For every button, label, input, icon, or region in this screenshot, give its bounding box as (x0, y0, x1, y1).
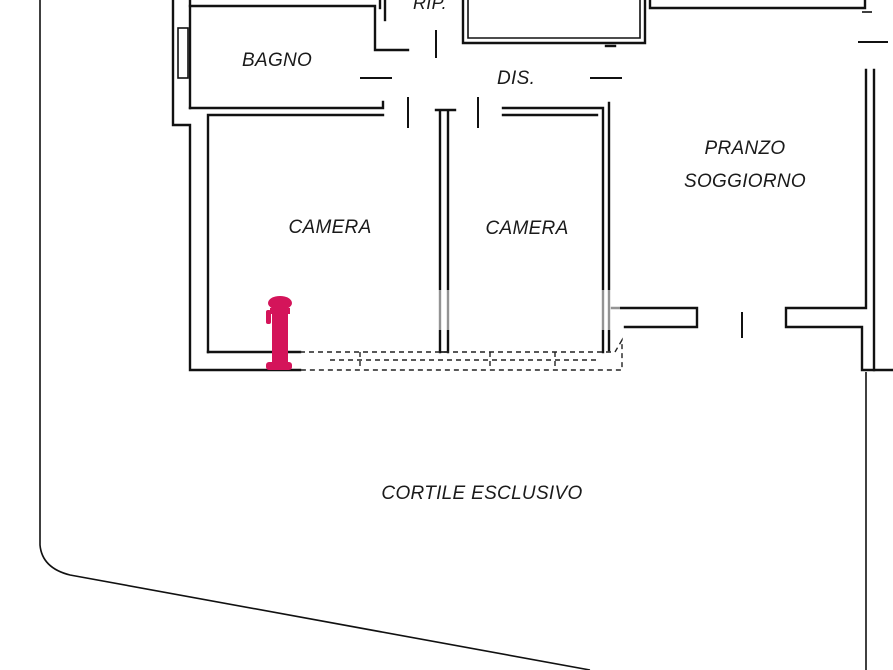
wall-bagno-south (188, 100, 385, 110)
label-rip: RIP. (413, 0, 447, 13)
label-dis: DIS. (497, 68, 535, 89)
wall-pranzo-east (784, 68, 893, 372)
terrace-outline (300, 337, 623, 371)
terrace-dividers (359, 352, 556, 370)
courtyard-boundary-left (39, 0, 591, 670)
wall-pranzo-south (610, 306, 699, 329)
wall-camera-right (501, 106, 605, 354)
label-cortile: CORTILE ESCLUSIVO (381, 483, 582, 504)
wall-bagno-north (188, 4, 410, 52)
label-bagno: BAGNO (242, 50, 312, 71)
wall-rip-box (461, 0, 647, 45)
wall-west (171, 0, 302, 372)
bagno-window (177, 27, 189, 79)
watermark-band (300, 290, 620, 330)
wall-north-right (648, 0, 867, 10)
wall-camera-left (206, 113, 385, 354)
label-camera-right: CAMERA (485, 218, 568, 239)
label-pranzo: PRANZO (705, 138, 786, 159)
wall-rip-box-inner (467, 0, 641, 39)
label-soggiorno: SOGGIORNO (684, 171, 806, 192)
pink-figure-logo-icon (266, 296, 292, 370)
label-camera-left: CAMERA (288, 217, 371, 238)
